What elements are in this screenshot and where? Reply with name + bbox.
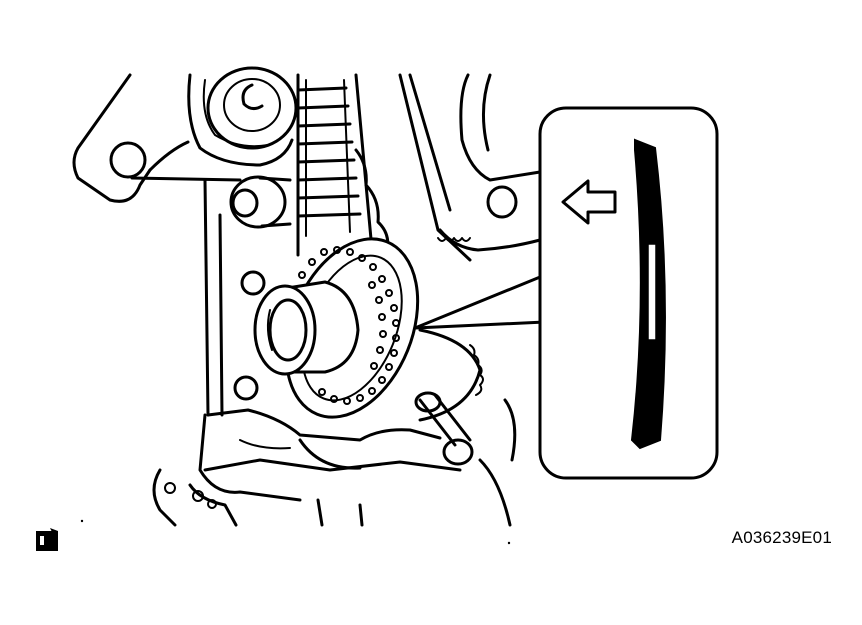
figure-code: A036239E01 — [731, 528, 832, 547]
engine-block — [72, 66, 542, 527]
crankshaft-pulley — [253, 237, 420, 419]
left-arrow-icon — [561, 179, 617, 225]
callout-leader — [413, 273, 547, 330]
timing-mark — [647, 243, 657, 341]
pulley-holes — [298, 246, 400, 405]
inset-detail — [538, 106, 719, 480]
service-manual-marker-icon — [36, 519, 511, 551]
